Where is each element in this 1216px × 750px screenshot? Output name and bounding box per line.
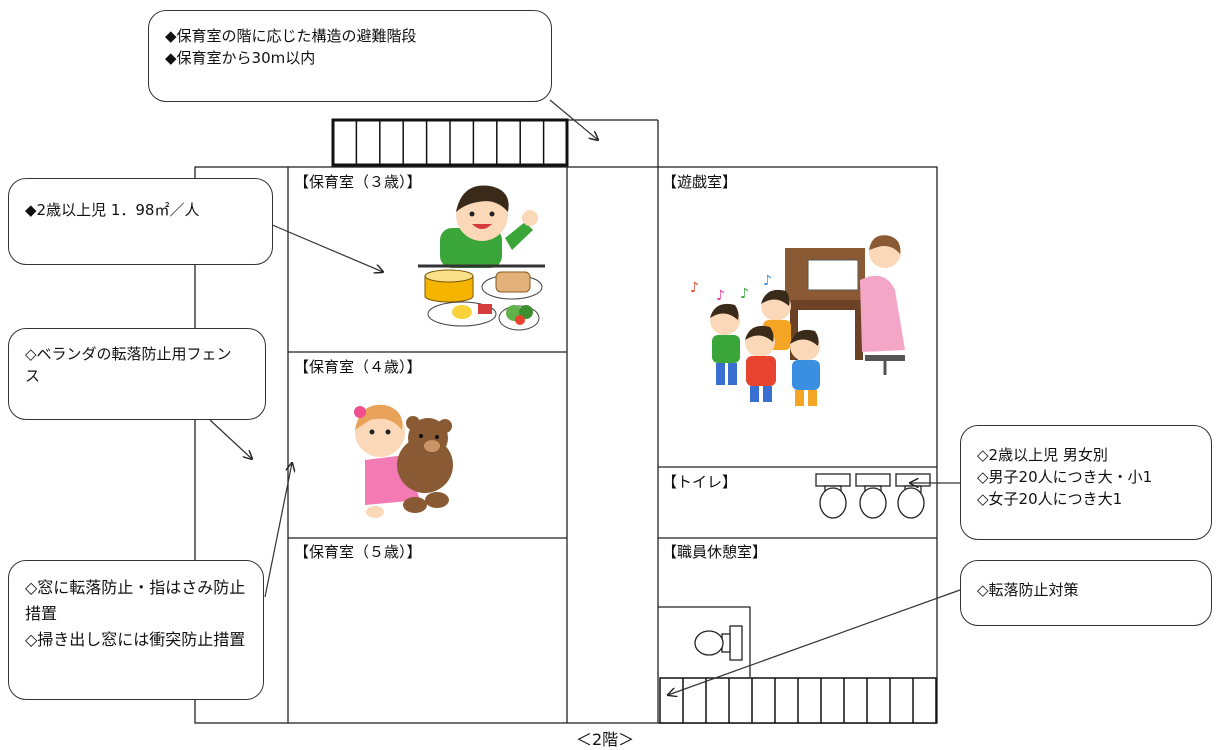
callout-veranda-fence: ◇ベランダの転落防止用フェンス	[8, 328, 266, 420]
callout-line: ◆2歳以上児 1．98㎡／人	[25, 201, 200, 219]
toilet-icon	[895, 473, 931, 519]
callout-line: ◇男子20人につき大・小1	[977, 468, 1153, 486]
callout-line: ◇女子20人につき大1	[977, 490, 1123, 508]
building-outline	[194, 119, 938, 724]
room-label-toilet: 【トイレ】	[662, 473, 738, 491]
callout-line: ◆保育室の階に応じた構造の避難階段	[165, 27, 417, 45]
staff-toilet-icon	[694, 625, 743, 661]
svg-text:♪: ♪	[740, 286, 749, 302]
toilet-icon	[815, 473, 851, 519]
girl-with-bear-illustration	[354, 404, 453, 518]
svg-text:♪: ♪	[716, 288, 725, 304]
stairs-bottom	[659, 677, 937, 724]
callout-line: ◇2歳以上児 男女別	[977, 446, 1108, 464]
callout-fall-prevention: ◇転落防止対策	[960, 560, 1212, 626]
callout-line: ◇窓に転落防止・指はさみ防止措置	[25, 578, 246, 623]
callout-evacuation-stairs: ◆保育室の階に応じた構造の避難階段 ◆保育室から30m以内	[148, 10, 552, 102]
room-label-nursery-5: 【保育室（５歳）】	[294, 543, 422, 561]
callout-window-safety: ◇窓に転落防止・指はさみ防止措置 ◇掃き出し窓には衝突防止措置	[8, 560, 264, 700]
callout-toilet-requirements: ◇2歳以上児 男女別 ◇男子20人につき大・小1 ◇女子20人につき大1	[960, 425, 1212, 540]
piano-children-illustration: ♪ ♪ ♪ ♪	[690, 235, 905, 406]
room-label-staff-room: 【職員休憩室】	[662, 543, 768, 561]
svg-text:♪: ♪	[690, 280, 699, 296]
callout-line: ◆保育室から30m以内	[165, 49, 316, 67]
floor-label: ＜2階＞	[576, 730, 635, 749]
room-label-playroom: 【遊戯室】	[662, 173, 738, 191]
boy-eating-illustration	[418, 185, 545, 331]
evacuation-stairs-top	[331, 118, 569, 167]
callout-arrows	[209, 99, 961, 695]
toilet-fixtures	[815, 473, 931, 519]
toilet-icon	[855, 473, 891, 519]
callout-floor-area: ◆2歳以上児 1．98㎡／人	[8, 178, 273, 265]
room-label-nursery-4: 【保育室（４歳）】	[294, 358, 422, 376]
callout-line: ◇掃き出し窓には衝突防止措置	[25, 630, 246, 649]
callout-line: ◇転落防止対策	[977, 581, 1079, 599]
room-label-nursery-3: 【保育室（３歳）】	[294, 173, 422, 191]
callout-line: ◇ベランダの転落防止用フェンス	[25, 345, 232, 385]
svg-text:♪: ♪	[763, 273, 772, 289]
